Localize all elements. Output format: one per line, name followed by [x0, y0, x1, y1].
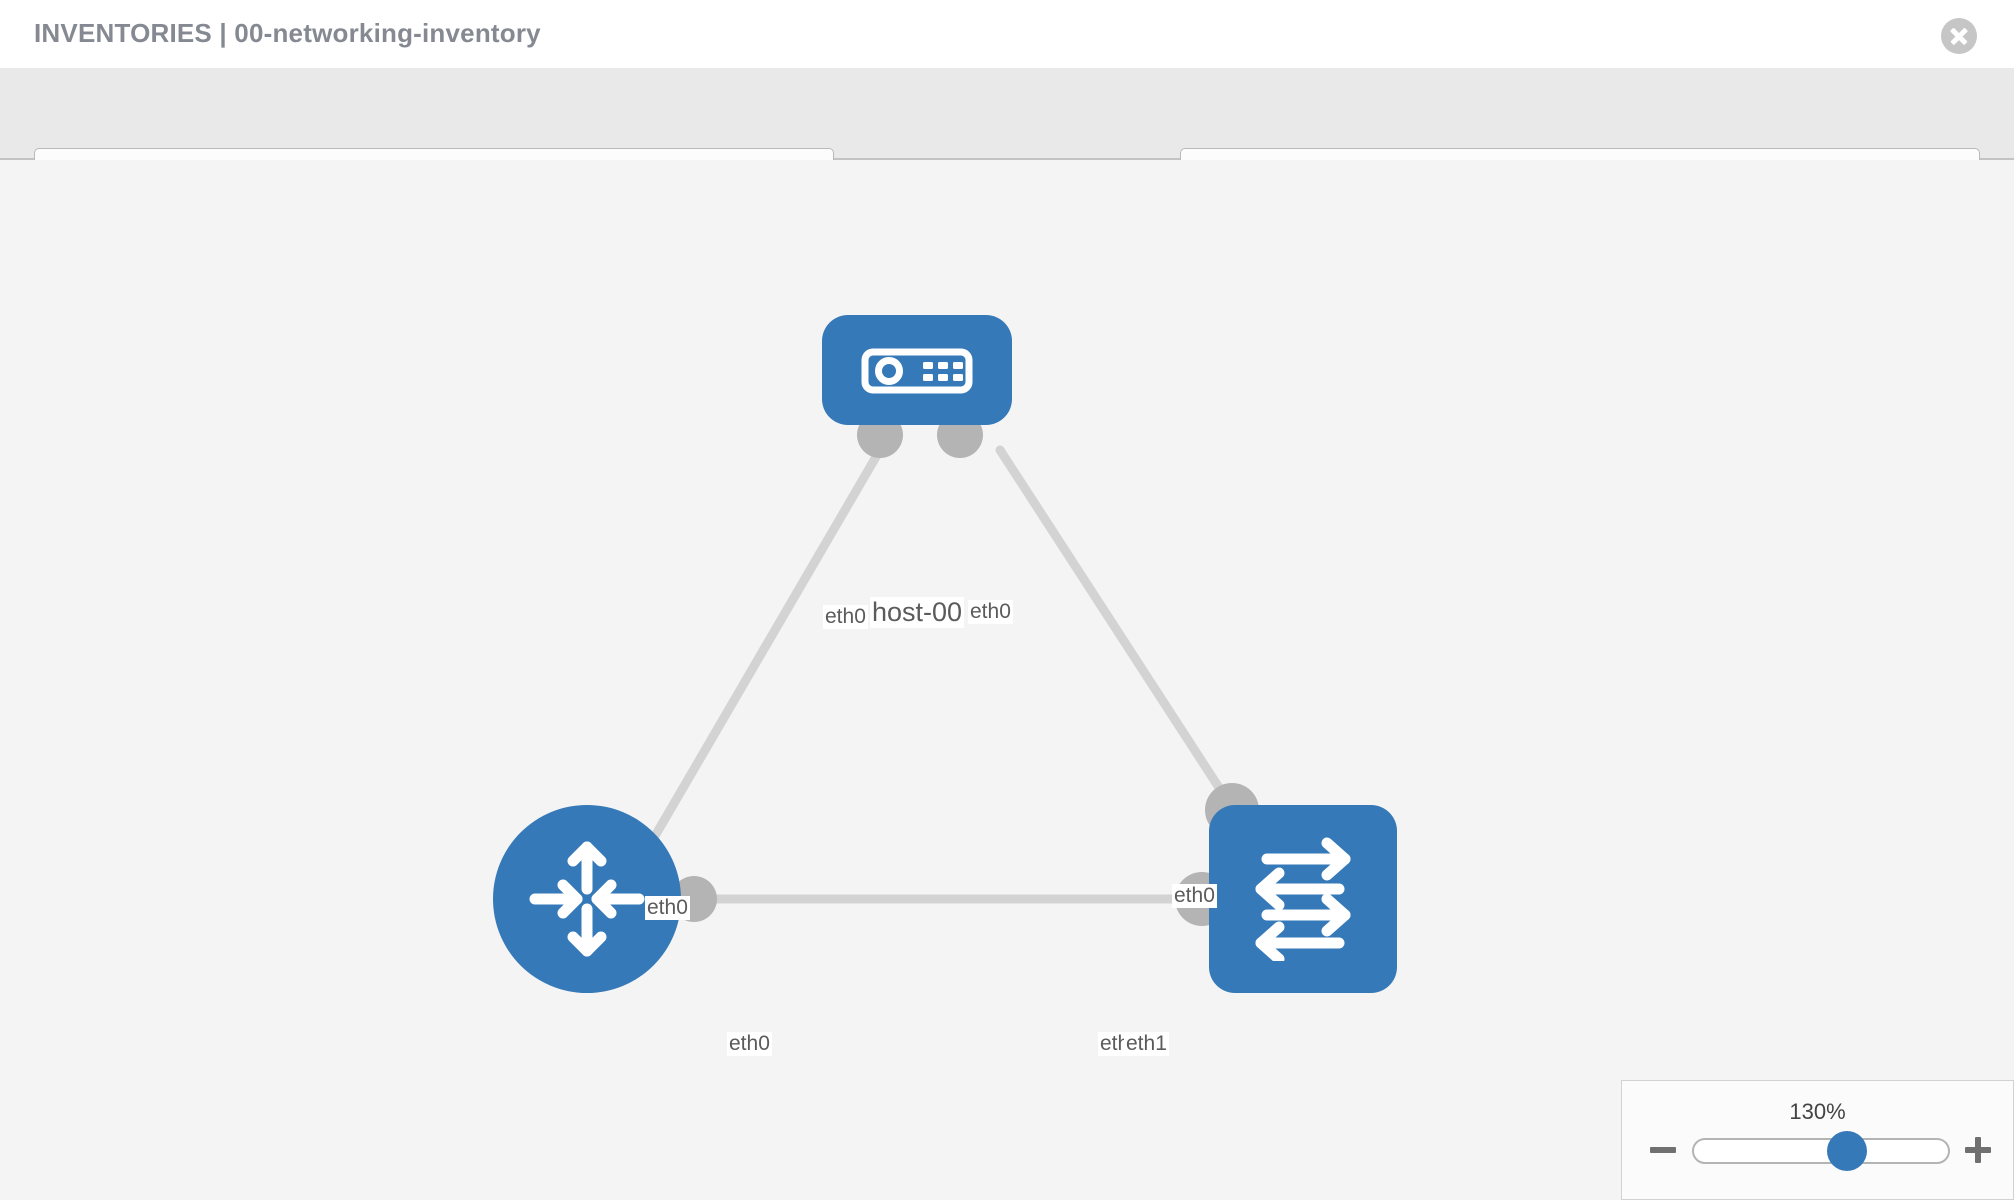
page-title: INVENTORIES | 00-networking-inventory	[34, 18, 541, 48]
close-icon[interactable]	[1941, 18, 1977, 54]
zoom-slider-thumb[interactable]	[1827, 1131, 1868, 1171]
page-header: INVENTORIES | 00-networking-inventory	[0, 0, 2014, 68]
host-node-shape[interactable]	[822, 315, 1012, 425]
zoom-control: 130%	[1621, 1080, 2014, 1200]
topology-canvas[interactable]: host-00	[0, 160, 2014, 1200]
zoom-slider-track[interactable]	[1692, 1138, 1950, 1164]
iface-label-host-left: eth0	[823, 605, 868, 629]
zoom-percent-label: 130%	[1789, 1099, 1846, 1124]
toolbar: ACTIONS SEARCH	[0, 68, 2014, 202]
plus-icon[interactable]	[1965, 1137, 1991, 1163]
iface-label-router-host-link: eth0	[645, 896, 690, 920]
iface-label-router-right: eth0	[727, 1032, 772, 1056]
server-device-icon	[861, 348, 973, 394]
switch-node-shape[interactable]	[1209, 805, 1397, 993]
router-arrows-icon	[529, 841, 645, 957]
minus-icon[interactable]	[1650, 1137, 1676, 1163]
iface-label-switch-left: eth1	[1124, 1032, 1169, 1056]
iface-label-host-right: eth0	[968, 600, 1013, 624]
topology-edges	[650, 412, 1259, 926]
iface-label-host-switch-link: eth0	[1172, 884, 1217, 908]
switch-arrows-icon	[1255, 837, 1351, 961]
host-node-label: host-00	[870, 597, 965, 628]
